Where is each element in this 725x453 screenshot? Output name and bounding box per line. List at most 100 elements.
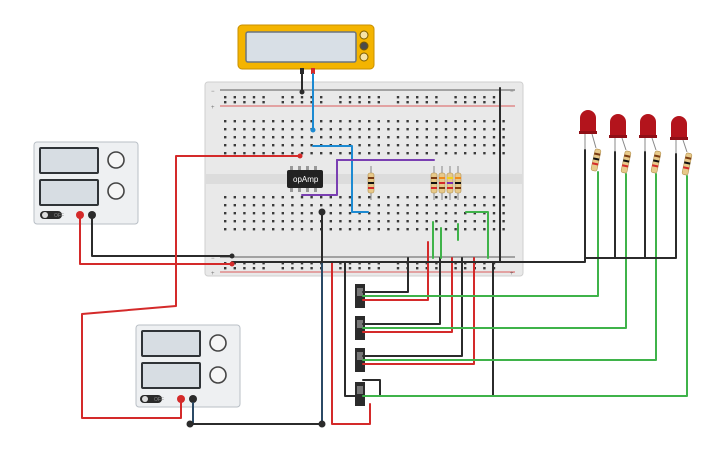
breadboard-hole[interactable] [233, 96, 236, 99]
breadboard-hole[interactable] [406, 228, 409, 231]
breadboard-hole[interactable] [291, 128, 294, 131]
breadboard-hole[interactable] [406, 128, 409, 131]
breadboard-hole[interactable] [300, 262, 304, 265]
breadboard-hole[interactable] [396, 212, 400, 215]
meter-knob-ohm-icon[interactable] [359, 52, 369, 62]
breadboard-hole[interactable] [416, 152, 419, 155]
breadboard-hole[interactable] [300, 101, 304, 104]
breadboard-hole[interactable] [281, 144, 284, 147]
breadboard-hole[interactable] [473, 96, 476, 99]
breadboard-hole[interactable] [224, 152, 227, 155]
wire-sw1-black[interactable] [362, 257, 409, 293]
breadboard-hole[interactable] [425, 196, 428, 199]
breadboard-hole[interactable] [396, 144, 400, 147]
breadboard-hole[interactable] [252, 101, 256, 104]
breadboard-hole[interactable] [243, 267, 246, 270]
breadboard-hole[interactable] [483, 267, 486, 270]
breadboard-hole[interactable] [339, 136, 342, 139]
breadboard-hole[interactable] [473, 128, 476, 131]
breadboard-hole[interactable] [444, 152, 448, 155]
breadboard-hole[interactable] [300, 267, 304, 270]
wire-led1-green[interactable] [362, 171, 599, 297]
breadboard-hole[interactable] [233, 144, 236, 147]
breadboard-hole[interactable] [310, 120, 313, 123]
breadboard-hole[interactable] [320, 196, 323, 199]
breadboard-hole[interactable] [310, 267, 313, 270]
led-4-resistor[interactable] [681, 152, 693, 176]
breadboard-hole[interactable] [262, 144, 265, 147]
resistor-r1[interactable] [367, 166, 375, 200]
breadboard-hole[interactable] [233, 228, 236, 231]
breadboard-hole[interactable] [425, 136, 428, 139]
breadboard-hole[interactable] [435, 196, 438, 199]
breadboard-hole[interactable] [454, 204, 457, 207]
breadboard-hole[interactable] [483, 204, 486, 207]
breadboard-hole[interactable] [233, 212, 236, 215]
breadboard-hole[interactable] [425, 101, 428, 104]
breadboard-hole[interactable] [358, 267, 361, 270]
breadboard-hole[interactable] [425, 212, 428, 215]
breadboard-hole[interactable] [358, 152, 361, 155]
breadboard-hole[interactable] [483, 262, 486, 265]
breadboard-hole[interactable] [329, 204, 332, 207]
breadboard-hole[interactable] [368, 96, 371, 99]
breadboard-hole[interactable] [281, 196, 284, 199]
breadboard-hole[interactable] [339, 267, 342, 270]
breadboard-hole[interactable] [252, 262, 256, 265]
breadboard-hole[interactable] [320, 96, 323, 99]
meter-probe-red[interactable] [311, 68, 315, 74]
breadboard-hole[interactable] [300, 204, 304, 207]
breadboard-hole[interactable] [272, 128, 275, 131]
breadboard-hole[interactable] [406, 96, 409, 99]
breadboard-hole[interactable] [416, 204, 419, 207]
breadboard-hole[interactable] [320, 204, 323, 207]
breadboard-hole[interactable] [387, 220, 390, 223]
breadboard-hole[interactable] [339, 220, 342, 223]
breadboard-hole[interactable] [464, 101, 467, 104]
wire-led2-green[interactable] [362, 173, 627, 329]
breadboard-hole[interactable] [233, 267, 236, 270]
breadboard-hole[interactable] [262, 96, 265, 99]
breadboard-hole[interactable] [252, 136, 256, 139]
breadboard-hole[interactable] [473, 228, 476, 231]
breadboard-hole[interactable] [300, 212, 304, 215]
breadboard-hole[interactable] [339, 152, 342, 155]
breadboard-hole[interactable] [377, 267, 380, 270]
breadboard-hole[interactable] [492, 136, 496, 139]
breadboard-hole[interactable] [300, 228, 304, 231]
breadboard-hole[interactable] [406, 136, 409, 139]
breadboard-hole[interactable] [348, 196, 352, 199]
breadboard-hole[interactable] [243, 101, 246, 104]
breadboard-hole[interactable] [243, 220, 246, 223]
breadboard-hole[interactable] [464, 204, 467, 207]
breadboard-hole[interactable] [243, 136, 246, 139]
breadboard-hole[interactable] [416, 220, 419, 223]
breadboard-hole[interactable] [339, 128, 342, 131]
breadboard-hole[interactable] [416, 128, 419, 131]
breadboard-hole[interactable] [272, 152, 275, 155]
breadboard-hole[interactable] [377, 144, 380, 147]
breadboard-hole[interactable] [492, 152, 496, 155]
breadboard-hole[interactable] [329, 152, 332, 155]
breadboard-hole[interactable] [348, 101, 352, 104]
psu1-knob-voltage-icon[interactable] [107, 182, 125, 200]
breadboard-hole[interactable] [435, 152, 438, 155]
breadboard-hole[interactable] [348, 267, 352, 270]
breadboard-hole[interactable] [368, 204, 371, 207]
breadboard-hole[interactable] [320, 101, 323, 104]
breadboard-hole[interactable] [368, 212, 371, 215]
breadboard-hole[interactable] [435, 120, 438, 123]
breadboard-hole[interactable] [252, 152, 256, 155]
breadboard-hole[interactable] [435, 267, 438, 270]
breadboard-hole[interactable] [224, 101, 227, 104]
breadboard-hole[interactable] [387, 212, 390, 215]
breadboard-hole[interactable] [291, 120, 294, 123]
breadboard-hole[interactable] [243, 204, 246, 207]
breadboard-hole[interactable] [406, 144, 409, 147]
breadboard-hole[interactable] [272, 136, 275, 139]
breadboard-hole[interactable] [425, 152, 428, 155]
breadboard-hole[interactable] [310, 196, 313, 199]
breadboard-hole[interactable] [358, 220, 361, 223]
led-array[interactable] [579, 110, 693, 176]
breadboard-hole[interactable] [310, 220, 313, 223]
